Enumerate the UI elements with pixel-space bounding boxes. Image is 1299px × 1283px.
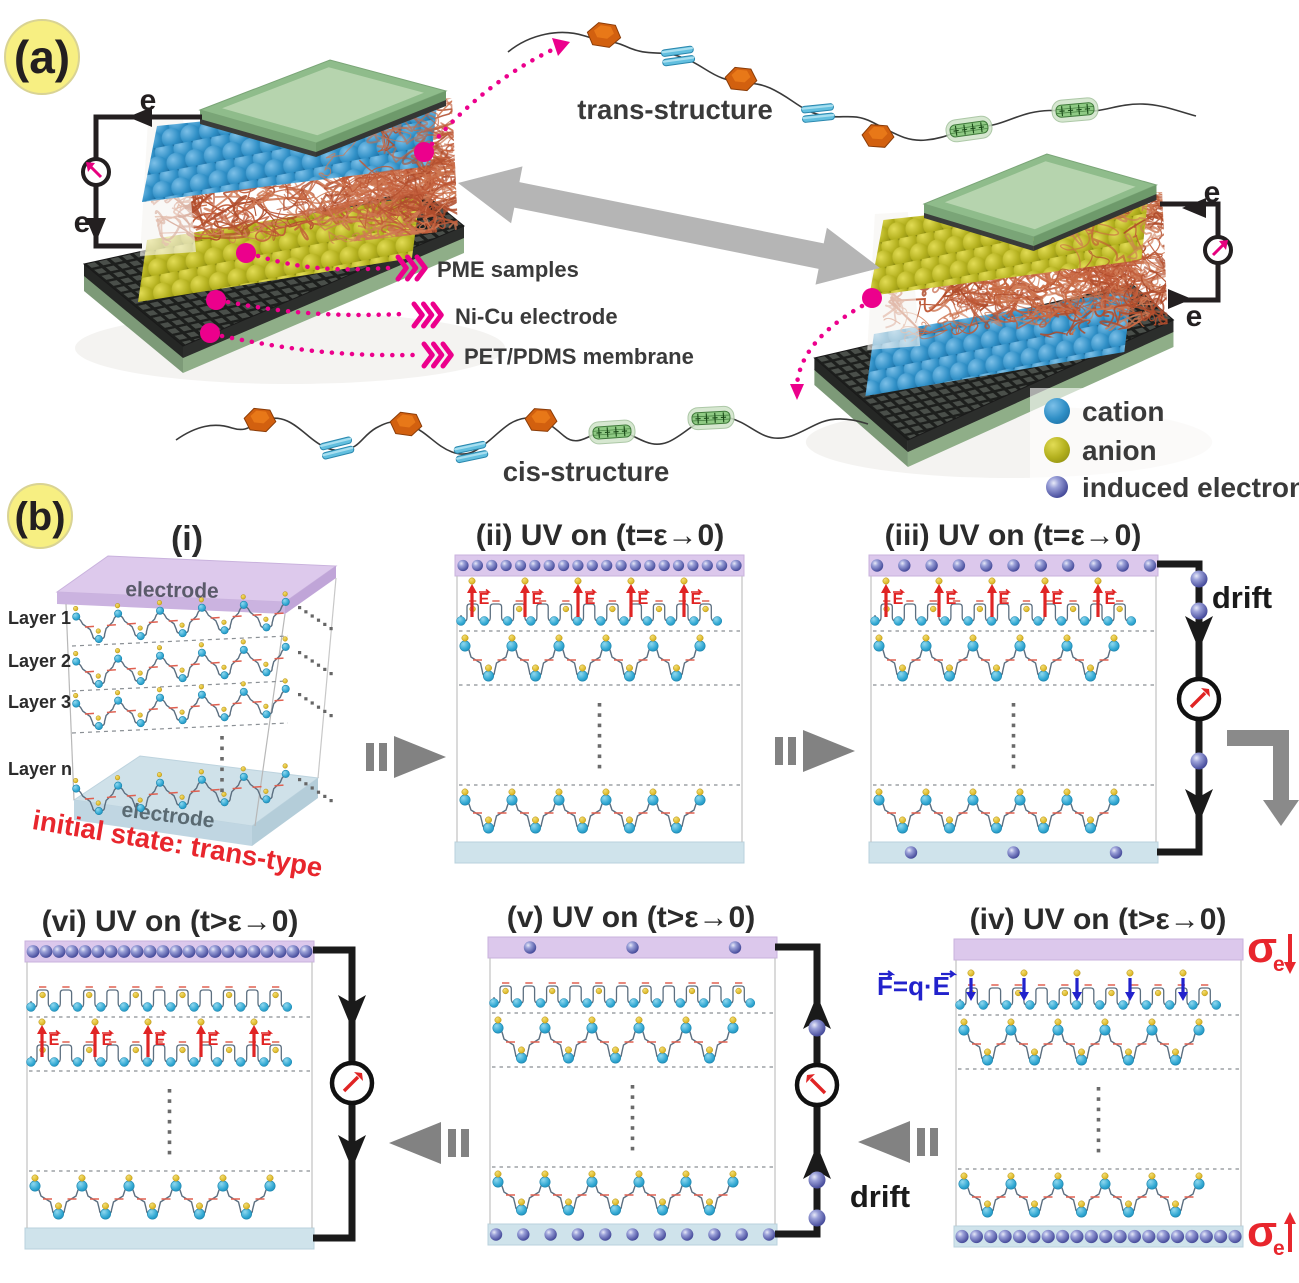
- svg-text:E: E: [585, 591, 596, 608]
- svg-text:PME samples: PME samples: [437, 257, 579, 282]
- svg-text:(ii) UV on (t=ε→0): (ii) UV on (t=ε→0): [476, 519, 724, 552]
- svg-text:anion: anion: [1082, 435, 1157, 466]
- svg-text:cation: cation: [1082, 396, 1164, 427]
- svg-text:E: E: [893, 591, 904, 608]
- svg-text:E: E: [691, 591, 702, 608]
- svg-text:(v) UV on (t>ε→0): (v) UV on (t>ε→0): [507, 901, 755, 934]
- svg-text:E: E: [102, 1032, 113, 1049]
- svg-text:(iii) UV on (t=ε→0): (iii) UV on (t=ε→0): [885, 519, 1142, 552]
- svg-text:PET/PDMS membrane: PET/PDMS membrane: [464, 344, 694, 369]
- svg-text:E: E: [479, 591, 490, 608]
- svg-text:E: E: [208, 1032, 219, 1049]
- svg-text:e: e: [1186, 300, 1203, 333]
- svg-text:Layer 3: Layer 3: [8, 692, 71, 712]
- svg-text:(a): (a): [14, 31, 70, 83]
- svg-text:e: e: [140, 84, 157, 117]
- svg-text:e: e: [1273, 1237, 1285, 1260]
- svg-text:(b): (b): [14, 495, 65, 539]
- svg-text:E: E: [1052, 591, 1063, 608]
- svg-text:e: e: [1273, 953, 1285, 976]
- svg-text:e: e: [1204, 176, 1221, 209]
- svg-text:F=q·E: F=q·E: [877, 971, 950, 1001]
- svg-text:(i): (i): [171, 520, 203, 558]
- svg-text:σ: σ: [1247, 1207, 1277, 1256]
- svg-text:σ: σ: [1247, 923, 1277, 972]
- svg-text:Layer 1: Layer 1: [8, 608, 71, 628]
- svg-text:E: E: [638, 591, 649, 608]
- svg-text:induced electron: induced electron: [1082, 472, 1299, 503]
- svg-text:(vi) UV on (t>ε→0): (vi) UV on (t>ε→0): [42, 905, 299, 938]
- svg-text:E: E: [49, 1032, 60, 1049]
- svg-text:E: E: [261, 1032, 272, 1049]
- svg-text:cis-structure: cis-structure: [503, 456, 670, 487]
- svg-text:Layer 2: Layer 2: [8, 651, 71, 671]
- svg-text:Layer n: Layer n: [8, 759, 72, 779]
- svg-text:trans-structure: trans-structure: [577, 94, 773, 125]
- svg-text:drift: drift: [850, 1179, 910, 1214]
- svg-text:E: E: [999, 591, 1010, 608]
- svg-text:(iv) UV on (t>ε→0): (iv) UV on (t>ε→0): [970, 903, 1227, 936]
- svg-text:Ni-Cu electrode: Ni-Cu electrode: [455, 304, 618, 329]
- svg-text:E: E: [946, 591, 957, 608]
- svg-text:E: E: [155, 1032, 166, 1049]
- svg-text:drift: drift: [1212, 580, 1272, 615]
- svg-text:E: E: [1105, 591, 1116, 608]
- svg-text:electrode: electrode: [125, 578, 219, 603]
- svg-text:e: e: [74, 206, 91, 239]
- svg-text:E: E: [532, 591, 543, 608]
